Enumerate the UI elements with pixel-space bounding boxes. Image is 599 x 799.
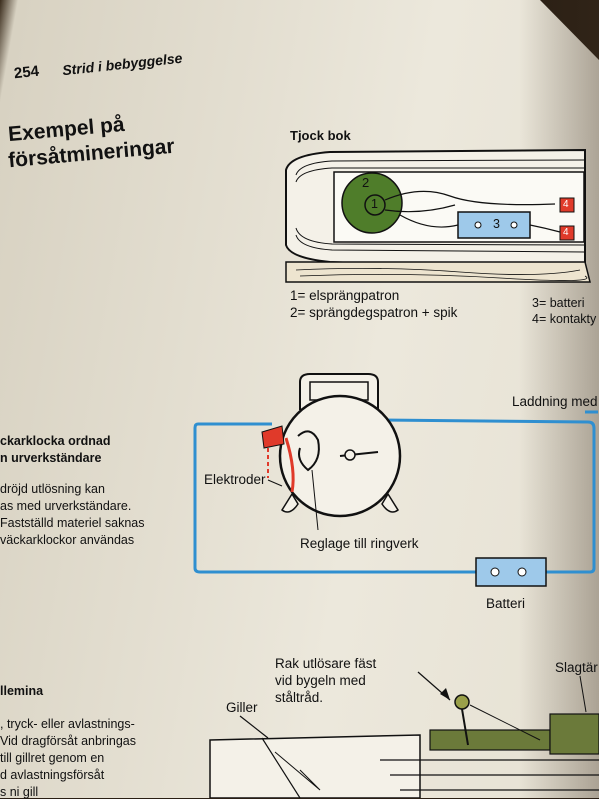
bottom-section-title: llemina xyxy=(0,684,44,698)
alarm-clock-circuit xyxy=(193,373,598,587)
book-figure-title: Tjock bok xyxy=(290,128,351,143)
legend-right-2: 4= kontakty xyxy=(532,312,597,326)
label-elektroder: Elektroder xyxy=(204,472,266,487)
mine-trap-illustration xyxy=(209,671,599,798)
clock-section-title-2: n urverkständare xyxy=(0,451,102,465)
page-curl-shadow xyxy=(519,0,599,798)
circle-label-1: 1 xyxy=(371,197,378,211)
contact-4-top xyxy=(559,197,575,213)
bottom-body-2: Vid dragförsåt anbringas xyxy=(0,734,136,748)
label-laddning: Laddning med xyxy=(512,394,598,409)
thick-book-illustration xyxy=(285,148,591,283)
label-reglage: Reglage till ringverk xyxy=(300,536,419,551)
bottom-body-5: s ni gill xyxy=(0,785,39,799)
label-rak-3: ståltråd. xyxy=(275,690,324,705)
bottom-body-3: till gillret genom en xyxy=(0,751,105,765)
circuit-wire xyxy=(193,422,476,574)
label-batteri: Batteri xyxy=(486,596,526,611)
label-slagtar: Slagtär xyxy=(555,660,598,675)
contact-4-bottom xyxy=(559,225,575,241)
clock-body-3: Fastställd materiel saknas xyxy=(0,516,145,530)
clock-body-1: dröjd utlösning kan xyxy=(0,482,105,496)
legend-left-2: 2= sprängdegspatron + spik xyxy=(290,305,458,320)
bottom-body-1: , tryck- eller avlastnings- xyxy=(0,717,135,731)
clock-section-title-1: ckarklocka ordnad xyxy=(0,434,111,448)
battery-box xyxy=(457,211,531,239)
battery xyxy=(475,557,547,587)
contact-label-bottom: 4 xyxy=(563,227,569,238)
contact-label-top: 4 xyxy=(563,199,569,210)
label-rak-1: Rak utlösare fäst xyxy=(275,656,377,671)
clock-body-4: väckarklockor användas xyxy=(0,533,135,547)
label-rak-2: vid bygeln med xyxy=(275,673,366,688)
circle-label-2: 2 xyxy=(362,175,370,190)
legend-left-1: 1= elsprängpatron xyxy=(290,288,400,303)
bottom-body-4: d avlastningsförsåt xyxy=(0,768,105,782)
legend-right-1: 3= batteri xyxy=(532,296,585,310)
battery-label-3: 3 xyxy=(493,217,500,231)
label-giller: Giller xyxy=(226,700,258,715)
clock-body-2: as med urverkständare. xyxy=(0,499,132,513)
